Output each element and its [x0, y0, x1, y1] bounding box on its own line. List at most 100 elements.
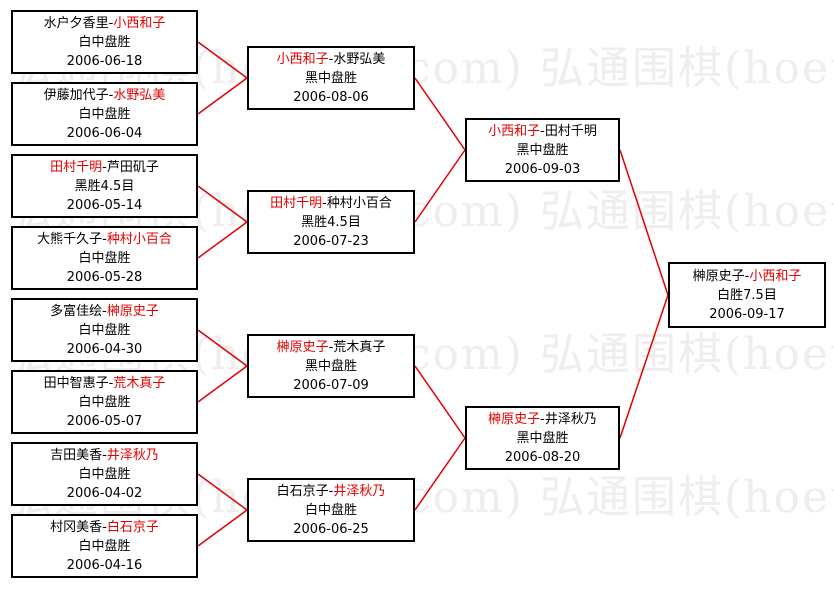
match-date: 2006-05-14: [66, 197, 143, 213]
match-result: 白胜7.5目: [717, 287, 777, 303]
player-two: 井泽秋乃: [544, 411, 597, 427]
player-two: 种村小百合: [326, 195, 392, 211]
separator: -: [108, 87, 114, 103]
match-players: 吉田美香-井泽秋乃: [13, 446, 196, 465]
match-date: 2006-04-30: [66, 341, 143, 357]
match-players: 榊原史子-小西和子: [670, 267, 824, 286]
connector-line: [619, 149, 669, 296]
match-date: 2006-06-25: [293, 521, 369, 537]
match-box-r1m1: 水户夕香里-小西和子白中盘胜 2006-06-18: [11, 10, 198, 74]
match-date: 2006-06-18: [66, 53, 143, 69]
player-two: 田村千明: [544, 123, 597, 139]
separator: -: [540, 123, 545, 139]
separator: -: [322, 195, 327, 211]
match-players: 小西和子-田村千明: [467, 122, 618, 141]
match-date: 2006-04-16: [66, 557, 143, 573]
player-two: 荒木真子: [333, 339, 386, 355]
connector-line: [414, 77, 466, 151]
match-box-r2m3: 榊原史子-荒木真子黑中盘胜 2006-07-09: [247, 334, 415, 398]
connector-line: [197, 221, 248, 259]
match-date: 2006-08-06: [293, 89, 369, 105]
separator: -: [328, 339, 334, 355]
player-one: 多富佳绘: [50, 303, 103, 319]
match-result: 白中盘胜: [78, 466, 131, 482]
match-players: 田中智惠子-荒木真子: [13, 374, 196, 393]
match-date: 2006-04-02: [66, 485, 143, 501]
watermark: 弘通围棋(hoetom.com): [540, 43, 834, 94]
player-two: 水野弘美: [333, 51, 386, 67]
player-two: 荒木真子: [113, 375, 166, 391]
connector-line: [619, 294, 669, 439]
player-one: 小西和子: [276, 51, 329, 67]
player-one: 村冈美香: [50, 519, 103, 535]
connector-line: [197, 77, 248, 115]
player-one: 吉田美香: [50, 447, 103, 463]
player-one: 榊原史子: [276, 339, 329, 355]
separator: -: [744, 268, 750, 284]
player-one: 田村千明: [50, 159, 103, 175]
match-result: 白中盘胜: [78, 322, 131, 338]
match-players: 田村千明-种村小百合: [249, 194, 413, 213]
connector-line: [414, 365, 466, 439]
separator: -: [328, 51, 334, 67]
match-date: 2006-07-23: [293, 233, 369, 249]
match-date: 2006-07-09: [293, 377, 369, 393]
match-players: 村冈美香-白石京子: [13, 518, 196, 537]
match-players: 田村千明-芦田矶子: [13, 158, 196, 177]
player-one: 田村千明: [270, 195, 323, 211]
connector-line: [197, 473, 248, 511]
player-one: 大熊千久子: [37, 231, 103, 247]
player-two: 小西和子: [113, 15, 166, 31]
player-one: 榊原史子: [692, 268, 745, 284]
player-one: 水户夕香里: [43, 15, 109, 31]
player-one: 白石京子: [276, 483, 329, 499]
match-result: 黑胜4.5目: [74, 178, 135, 194]
player-two: 榊原史子: [106, 303, 159, 319]
match-result: 白中盘胜: [78, 34, 131, 50]
separator: -: [540, 411, 545, 427]
match-players: 多富佳绘-榊原史子: [13, 302, 196, 321]
separator: -: [328, 483, 334, 499]
match-result: 黑中盘胜: [304, 358, 357, 374]
connector-line: [197, 185, 248, 223]
connector-line: [197, 41, 248, 79]
match-players: 小西和子-水野弘美: [249, 50, 413, 69]
match-result: 白中盘胜: [78, 106, 131, 122]
watermark: 弘通围棋(hoetom.com): [540, 329, 834, 380]
match-date: 2006-05-28: [66, 269, 143, 285]
match-box-r1m5: 多富佳绘-榊原史子白中盘胜 2006-04-30: [11, 298, 198, 362]
player-one: 小西和子: [488, 123, 541, 139]
player-two: 芦田矶子: [106, 159, 159, 175]
match-players: 伊藤加代子-水野弘美: [13, 86, 196, 105]
connector-line: [197, 509, 248, 547]
match-date: 2006-08-20: [504, 449, 581, 465]
player-two: 井泽秋乃: [106, 447, 159, 463]
match-date: 2006-09-17: [709, 306, 785, 322]
separator: -: [102, 519, 107, 535]
match-result: 白中盘胜: [78, 394, 131, 410]
connector-line: [414, 437, 466, 511]
separator: -: [108, 375, 114, 391]
player-two: 水野弘美: [113, 87, 166, 103]
watermark: 弘通围棋(hoetom.com): [540, 472, 834, 523]
match-result: 白中盘胜: [78, 538, 131, 554]
separator: -: [102, 159, 107, 175]
player-two: 井泽秋乃: [333, 483, 386, 499]
match-players: 水户夕香里-小西和子: [13, 14, 196, 33]
player-two: 小西和子: [749, 268, 802, 284]
match-players: 白石京子-井泽秋乃: [249, 482, 413, 501]
match-result: 黑胜4.5目: [301, 214, 361, 230]
match-result: 黑中盘胜: [516, 142, 569, 158]
match-result: 白中盘胜: [78, 250, 131, 266]
connector-line: [197, 329, 248, 367]
watermark: 弘通围棋(hoetom.com): [540, 186, 834, 237]
